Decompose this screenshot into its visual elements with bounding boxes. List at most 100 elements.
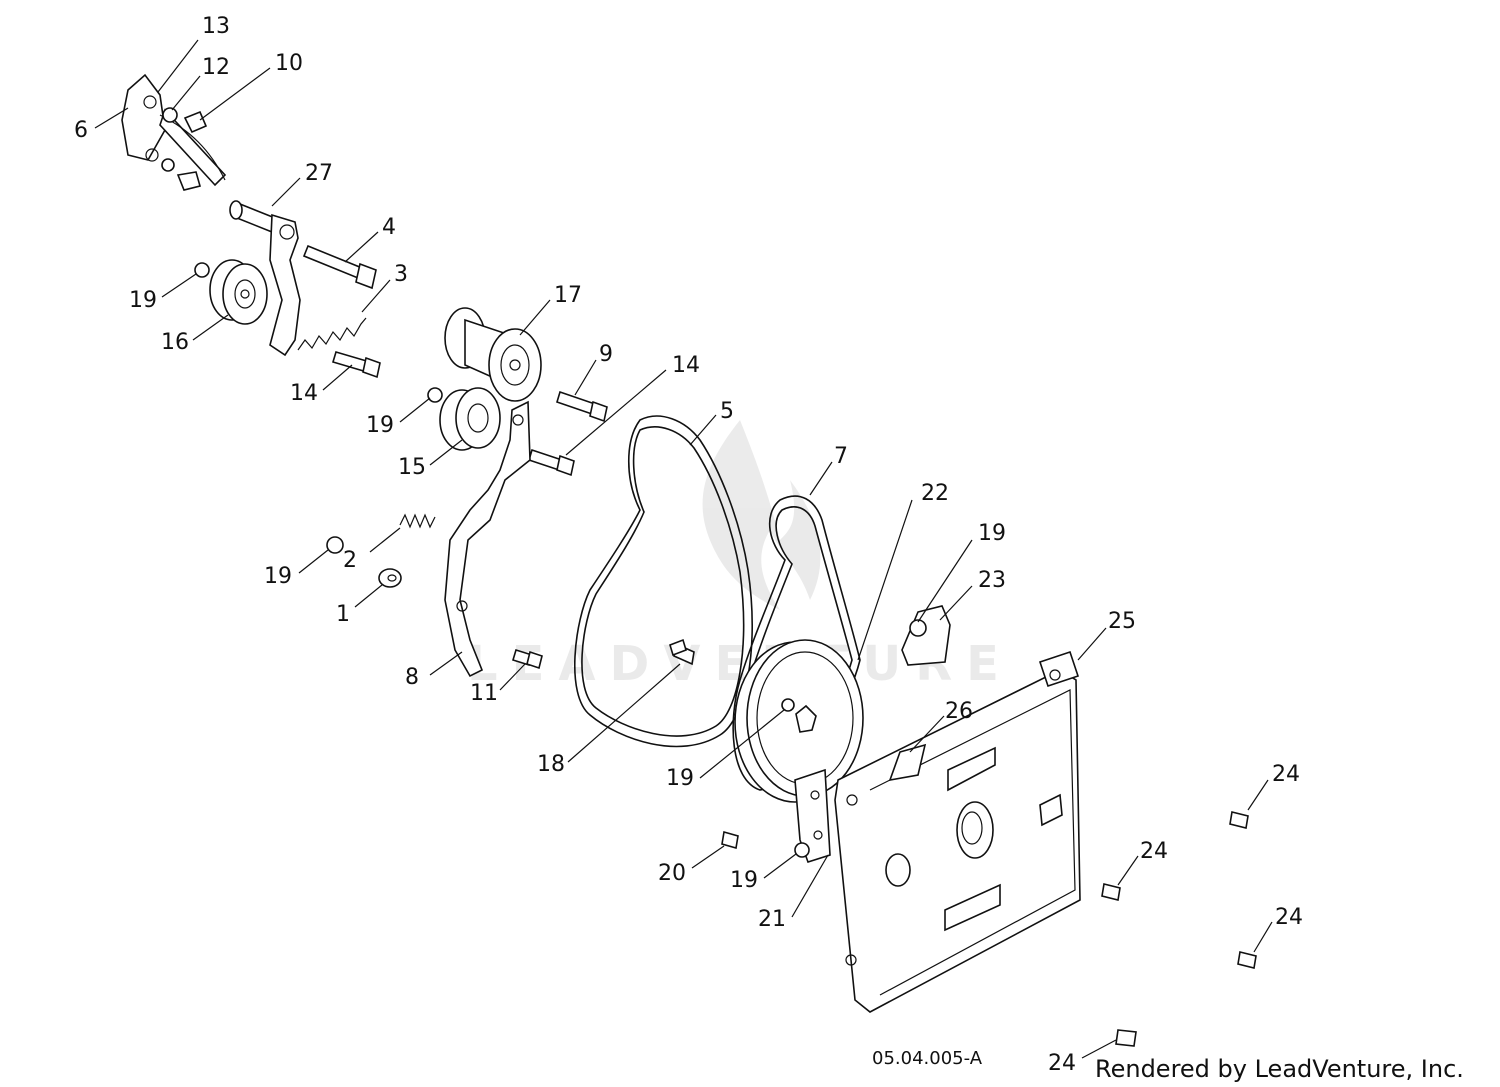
callout-14-b: 14 <box>565 353 700 456</box>
drawing-number: 05.04.005-A <box>872 1048 983 1069</box>
part-6-bracket <box>121 73 227 191</box>
svg-text:19: 19 <box>730 868 758 893</box>
svg-text:19: 19 <box>366 413 394 438</box>
callout-24-c: 24 <box>1253 905 1303 953</box>
part-2-spring <box>399 513 436 529</box>
part-11-bolt <box>512 648 543 670</box>
callout-27: 27 <box>271 161 333 207</box>
callout-19-e: 19 <box>666 709 785 791</box>
callout-26: 26 <box>909 699 973 753</box>
callout-7: 7 <box>809 444 848 496</box>
callout-25: 25 <box>1077 609 1136 661</box>
svg-text:25: 25 <box>1108 609 1136 634</box>
callout-16: 16 <box>161 314 229 355</box>
part-3-spring <box>297 317 367 351</box>
part-15-pulley <box>439 387 501 451</box>
part-19-nut-2 <box>427 387 443 403</box>
svg-text:24: 24 <box>1275 905 1303 930</box>
callout-24-a: 24 <box>1247 762 1300 811</box>
svg-text:19: 19 <box>129 288 157 313</box>
part-19-nut-1 <box>194 262 210 278</box>
callout-13: 13 <box>157 14 230 93</box>
callout-4: 4 <box>344 215 396 263</box>
svg-text:26: 26 <box>945 699 973 724</box>
callout-12: 12 <box>171 55 230 111</box>
svg-text:12: 12 <box>202 55 230 80</box>
callout-8: 8 <box>405 651 463 690</box>
callout-21: 21 <box>758 854 829 932</box>
flame-icon <box>702 420 821 610</box>
callout-14-a: 14 <box>290 364 353 406</box>
callout-1: 1 <box>336 584 383 627</box>
svg-text:24: 24 <box>1048 1051 1076 1076</box>
part-25-tab <box>1038 650 1080 688</box>
part-5-belt <box>574 415 753 748</box>
svg-text:16: 16 <box>161 330 189 355</box>
part-9-bolt <box>556 390 608 423</box>
render-credit: Rendered by LeadVenture, Inc. <box>1095 1055 1464 1083</box>
part-24-bolt-3 <box>1237 951 1257 969</box>
svg-text:14: 14 <box>290 381 318 406</box>
callout-15: 15 <box>398 439 463 480</box>
svg-text:19: 19 <box>264 564 292 589</box>
callout-22: 22 <box>857 481 949 661</box>
svg-text:17: 17 <box>554 283 582 308</box>
svg-text:13: 13 <box>202 14 230 39</box>
part-21-bracket <box>794 768 831 863</box>
part-26-main-plate <box>834 669 1081 1013</box>
callout-24-d: 24 <box>1048 1039 1117 1076</box>
part-20-bolt <box>721 830 739 850</box>
part-18-bolt <box>669 638 695 666</box>
callout-24-b: 24 <box>1117 839 1168 886</box>
svg-text:20: 20 <box>658 861 686 886</box>
callout-19-c: 19 <box>917 521 1006 623</box>
callout-3: 3 <box>361 262 408 313</box>
svg-text:21: 21 <box>758 907 786 932</box>
svg-text:15: 15 <box>398 455 426 480</box>
svg-text:3: 3 <box>394 262 408 287</box>
svg-text:24: 24 <box>1272 762 1300 787</box>
part-16-idler-pulley <box>209 259 268 325</box>
callout-2: 2 <box>343 527 401 573</box>
svg-text:19: 19 <box>978 521 1006 546</box>
part-4-bolt <box>302 244 377 290</box>
callout-23: 23 <box>939 568 1006 621</box>
callouts: 13 12 10 6 27 4 3 19 16 14 17 9 14 5 19 … <box>74 14 1303 1076</box>
part-27-idler-arm <box>229 200 301 357</box>
callout-9: 9 <box>574 342 613 396</box>
callout-17: 17 <box>519 283 582 336</box>
svg-text:22: 22 <box>921 481 949 506</box>
part-24-bolt-1 <box>1229 811 1249 829</box>
callout-19-b: 19 <box>366 397 431 438</box>
svg-text:27: 27 <box>305 161 333 186</box>
callout-10: 10 <box>199 51 303 121</box>
callout-5: 5 <box>689 399 734 446</box>
svg-text:8: 8 <box>405 665 419 690</box>
svg-text:4: 4 <box>382 215 396 240</box>
callout-20: 20 <box>658 845 725 886</box>
part-1-washer <box>378 568 402 588</box>
part-19-nut-3 <box>326 536 344 554</box>
svg-text:14: 14 <box>672 353 700 378</box>
part-14-bolt-upper <box>332 351 381 379</box>
callout-19-f: 19 <box>730 853 797 893</box>
svg-text:6: 6 <box>74 118 88 143</box>
part-8-bracket-arm <box>444 400 531 678</box>
callout-19-a: 19 <box>129 273 197 313</box>
svg-text:10: 10 <box>275 51 303 76</box>
svg-text:5: 5 <box>720 399 734 424</box>
svg-text:1: 1 <box>336 602 350 627</box>
callout-19-d: 19 <box>264 549 329 589</box>
part-22-drive-pulley <box>734 639 864 803</box>
callout-6: 6 <box>74 107 129 143</box>
callout-18: 18 <box>537 663 681 777</box>
svg-text:18: 18 <box>537 752 565 777</box>
svg-text:7: 7 <box>834 444 848 469</box>
svg-text:11: 11 <box>470 681 498 706</box>
part-24-bolt-2 <box>1101 883 1121 901</box>
part-23-bracket <box>901 605 951 666</box>
svg-text:24: 24 <box>1140 839 1168 864</box>
svg-text:19: 19 <box>666 766 694 791</box>
part-17-pulley <box>444 307 542 402</box>
